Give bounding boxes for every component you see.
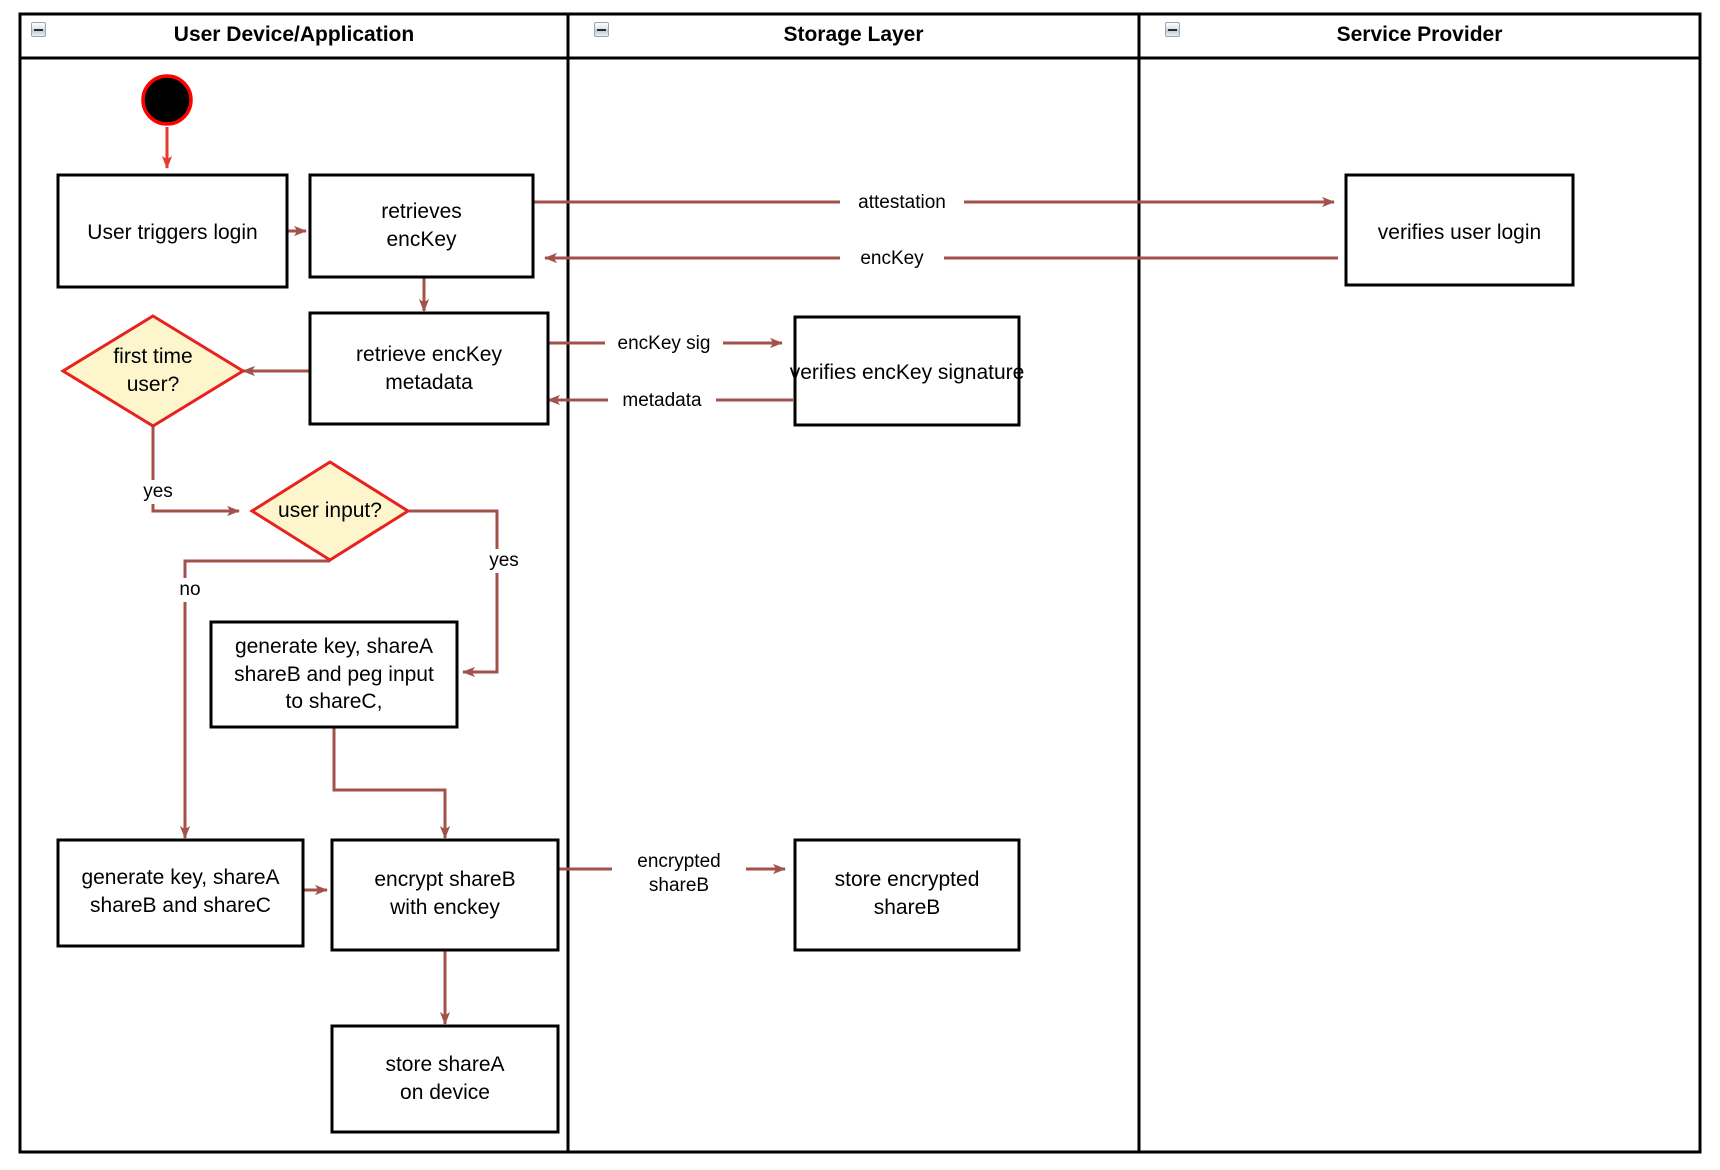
node-retrieve-enckey-metadata[interactable] — [308, 311, 550, 426]
lane-title-user-device: User Device/Application — [173, 23, 415, 46]
node-encrypt-shareb[interactable] — [330, 838, 560, 952]
edge-label-yes-user-input: yes — [478, 549, 530, 573]
node-retrieves-enckey[interactable] — [308, 173, 535, 279]
collapse-icon-lane-user-device[interactable] — [31, 22, 46, 37]
edge-userinput-yes — [408, 509, 499, 678]
node-layer — [56, 74, 1575, 1134]
initial-node[interactable] — [141, 74, 193, 126]
edge-label-yes-first-time: yes — [132, 480, 184, 504]
node-store-sharea[interactable] — [330, 1024, 560, 1134]
node-verifies-user-login[interactable] — [1344, 173, 1575, 287]
edge-label-no-user-input: no — [168, 578, 212, 602]
node-generate-peg-input[interactable] — [209, 620, 459, 729]
node-store-encrypted-shareb[interactable] — [793, 838, 1021, 952]
edge-label-encrypted-shareb: encrypted shareB — [612, 850, 746, 898]
lane-title-service-provider: Service Provider — [1336, 23, 1503, 46]
lane-title-storage-layer: Storage Layer — [783, 23, 924, 46]
node-user-input[interactable] — [249, 460, 411, 562]
edge-label-enckey: encKey — [840, 247, 944, 271]
node-user-triggers-login[interactable] — [56, 173, 289, 289]
node-generate-shares[interactable] — [56, 838, 305, 948]
edge-peg-to-encrypt — [332, 727, 451, 839]
collapse-icon-lane-service-provider[interactable] — [1165, 22, 1180, 37]
edge-firsttime-yes — [151, 411, 240, 517]
collapse-icon-lane-storage-layer[interactable] — [594, 22, 609, 37]
edge-label-enckey-sig: encKey sig — [605, 332, 723, 356]
node-verifies-enckey-signature[interactable] — [793, 315, 1021, 427]
node-first-time-user[interactable] — [60, 314, 246, 428]
edge-label-attestation: attestation — [840, 191, 964, 215]
edge-userinput-no — [179, 559, 330, 839]
edge-label-metadata: metadata — [608, 389, 716, 413]
